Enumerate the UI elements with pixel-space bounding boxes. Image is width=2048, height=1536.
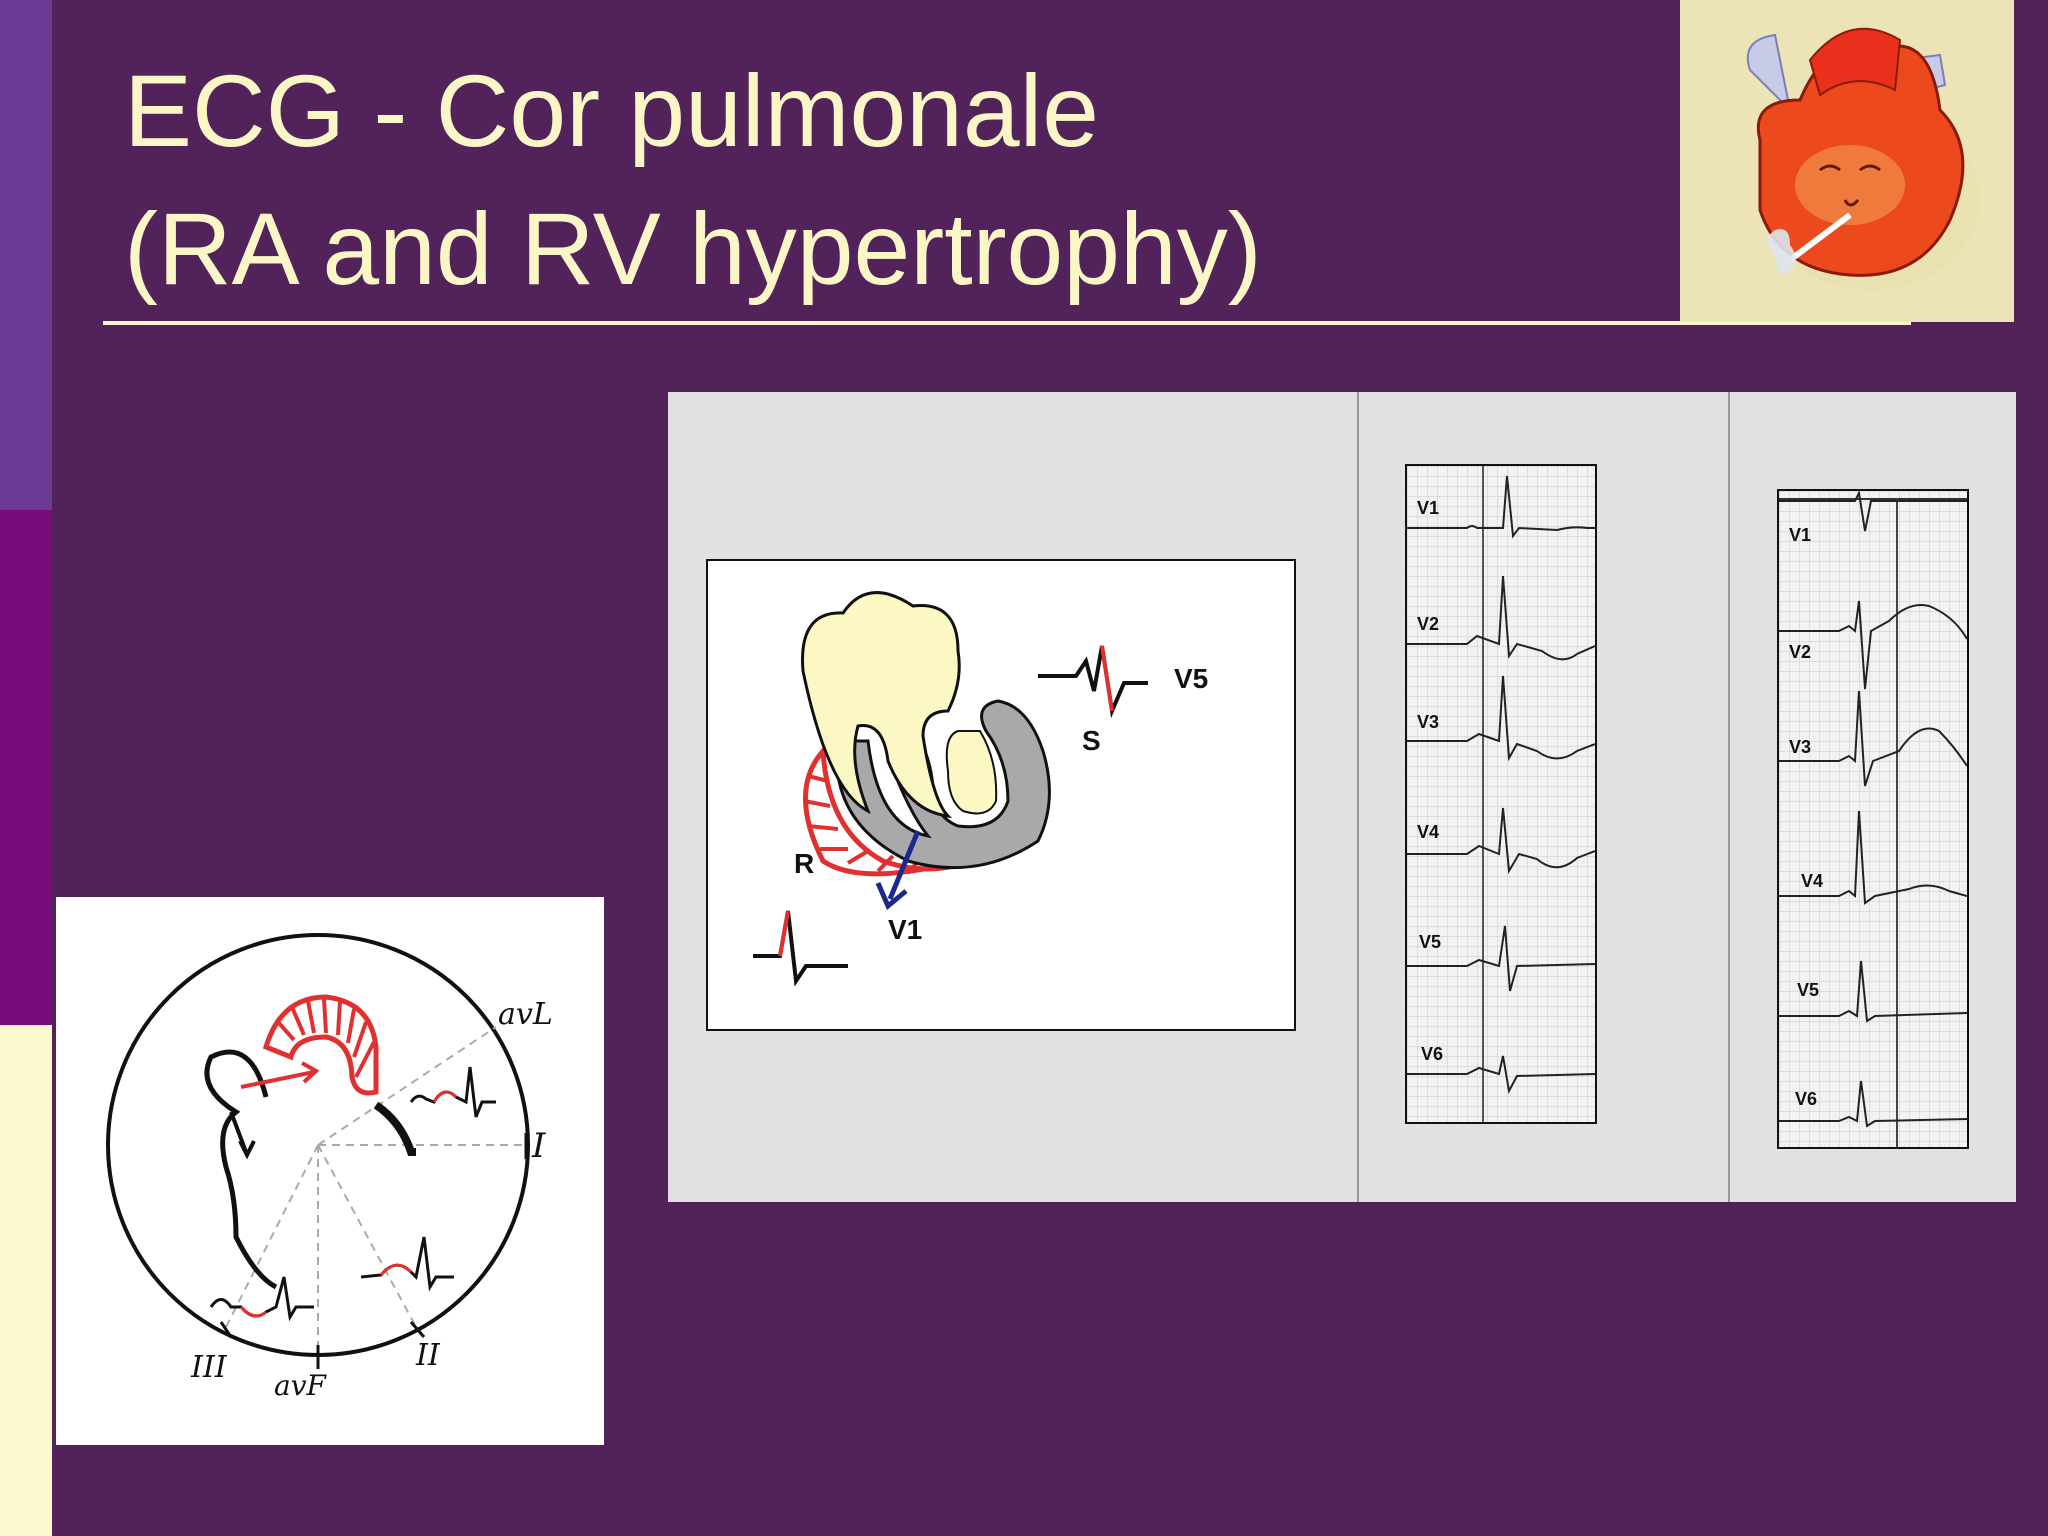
strip1-lead-v6: V6 bbox=[1421, 1044, 1443, 1064]
label-v1: V1 bbox=[888, 914, 922, 945]
slide-title-line-2: (RA and RV hypertrophy) bbox=[124, 192, 1262, 306]
strip2-lead-v2: V2 bbox=[1789, 642, 1811, 662]
accent-bar-mid bbox=[0, 510, 52, 1025]
panel-divider-2 bbox=[1728, 392, 1730, 1202]
label-r: R bbox=[794, 848, 814, 879]
label-s: S bbox=[1082, 725, 1101, 756]
lead-avl-label: avL bbox=[498, 997, 553, 1032]
strip1-lead-v1: V1 bbox=[1417, 498, 1439, 518]
axis-wheel-diagram: avL I II III avF bbox=[56, 897, 604, 1445]
lead-ii-label: II bbox=[415, 1338, 441, 1373]
heart-vector-diagram: R V1 S V5 bbox=[706, 559, 1296, 1031]
lead-i-label: I bbox=[531, 1126, 546, 1166]
heart-illustration bbox=[1680, 0, 2014, 322]
slide-title-line-1: ECG - Cor pulmonale bbox=[124, 54, 1100, 168]
accent-bar-top bbox=[0, 0, 52, 510]
strip2-lead-v1: V1 bbox=[1789, 525, 1811, 545]
strip1-lead-v3: V3 bbox=[1417, 712, 1439, 732]
lead-avf-label: avF bbox=[274, 1369, 328, 1402]
strip2-lead-v3: V3 bbox=[1789, 737, 1811, 757]
ecg-panel: R V1 S V5 V1 V bbox=[668, 392, 2016, 1202]
title-underline bbox=[103, 321, 1911, 325]
ecg-strip-1: V1 V2 V3 V4 V5 V6 bbox=[1405, 464, 1597, 1124]
accent-bar-bottom bbox=[0, 1025, 52, 1536]
ecg-strip-2: V1 V2 V3 V4 V5 V6 bbox=[1777, 489, 1969, 1149]
strip1-lead-v5: V5 bbox=[1419, 932, 1441, 952]
lead-iii-label: III bbox=[190, 1350, 228, 1385]
label-v5: V5 bbox=[1174, 663, 1208, 694]
strip1-lead-v2: V2 bbox=[1417, 614, 1439, 634]
strip2-lead-v5: V5 bbox=[1797, 980, 1819, 1000]
strip1-lead-v4: V4 bbox=[1417, 822, 1439, 842]
strip2-lead-v4: V4 bbox=[1801, 871, 1823, 891]
panel-divider-1 bbox=[1357, 392, 1359, 1202]
strip2-lead-v6: V6 bbox=[1795, 1089, 1817, 1109]
